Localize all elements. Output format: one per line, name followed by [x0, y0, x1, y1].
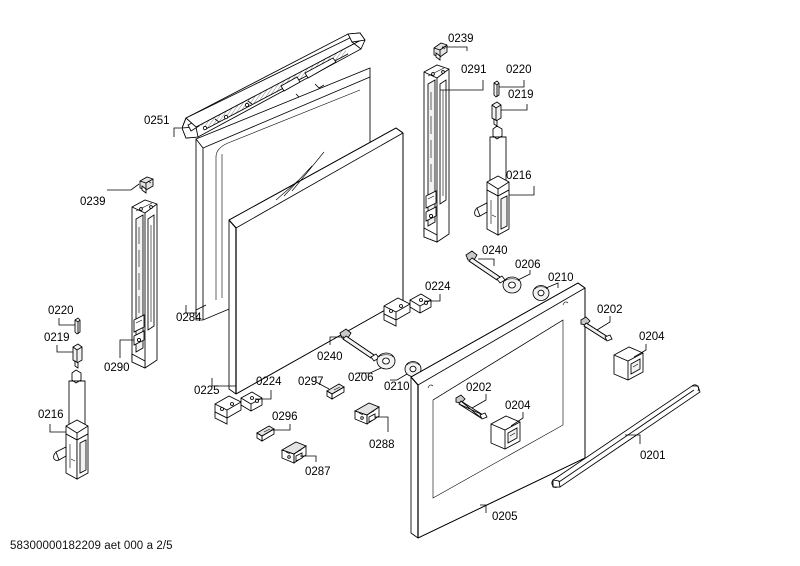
- label-0284: 0284: [176, 312, 202, 324]
- leader-0201: [625, 434, 641, 444]
- label-0240-left: 0240: [317, 351, 343, 363]
- leader-0220-left: [58, 318, 75, 326]
- part-0251-top-trim-rail: [181, 32, 366, 139]
- part-0206-washer-right: [502, 276, 522, 294]
- leader-0239-top: [442, 46, 468, 51]
- part-0224-mounting-bracket-left: [214, 391, 263, 425]
- label-0288: 0288: [369, 439, 395, 451]
- label-0210-left: 0210: [384, 381, 410, 393]
- part-0219-hinge-pin-large-left: [72, 343, 83, 369]
- label-0220-top: 0220: [506, 64, 532, 76]
- part-0219-hinge-pin-large-right: [491, 101, 502, 127]
- part-0297-clip-strip-b: [326, 383, 345, 400]
- leader-0224-left: [255, 390, 272, 400]
- sheet-footer-text: 58300000182209 aet 000 a 2/5: [10, 540, 173, 552]
- part-0291-right-side-rail: [423, 64, 450, 243]
- leader-0219-top: [501, 104, 528, 111]
- leader-0210-left: [390, 373, 408, 381]
- part-0290-left-side-rail: [131, 199, 158, 369]
- leader-0297: [315, 376, 330, 390]
- label-0240-right: 0240: [482, 245, 508, 257]
- leader-0220-top: [499, 80, 525, 88]
- label-0251: 0251: [144, 115, 170, 127]
- leader-0239-left: [107, 183, 140, 191]
- part-0288-small-latch-bracket: [353, 402, 380, 425]
- leader-0296: [271, 424, 291, 431]
- label-0239-left: 0239: [80, 196, 106, 208]
- leader-0210-right: [545, 282, 559, 289]
- label-0206-right: 0206: [515, 259, 541, 271]
- leader-0205: [480, 504, 487, 513]
- part-0287-small-catch-bracket: [280, 441, 307, 464]
- leader-0290: [119, 339, 134, 358]
- part-0225-front-door-glass: [228, 127, 404, 395]
- part-0239-corner-clip-right: [433, 42, 448, 61]
- label-0205: 0205: [492, 511, 518, 523]
- part-0204-handle-spacer-block-outer: [613, 346, 644, 381]
- part-0205-outer-door-glass-panel: [410, 282, 586, 539]
- part-0210-spacer-bushing-right: [532, 285, 550, 301]
- leader-0240-right: [478, 258, 495, 266]
- label-0216-left: 0216: [38, 409, 64, 421]
- leader-0251: [173, 127, 181, 137]
- leader-0240-left: [329, 336, 344, 345]
- label-0287: 0287: [305, 466, 331, 478]
- label-0210-right: 0210: [548, 272, 574, 284]
- label-0202-outer: 0202: [597, 304, 623, 316]
- part-0216-spring-hinge-left: [53, 369, 89, 480]
- label-0219-left: 0219: [44, 332, 70, 344]
- leader-0225: [211, 378, 236, 387]
- part-0240-long-screw-right: [465, 250, 506, 284]
- leader-0224-right: [424, 294, 441, 302]
- leader-0202-inner: [471, 394, 487, 409]
- part-0204-handle-spacer-block-inner: [490, 415, 521, 450]
- part-0216-spring-hinge-right: [474, 125, 510, 236]
- label-0201: 0201: [640, 450, 666, 462]
- leader-0284: [185, 305, 197, 314]
- leader-0291: [440, 80, 484, 91]
- label-0206-left: 0206: [348, 372, 374, 384]
- label-0220-left: 0220: [48, 305, 74, 317]
- leader-0288: [375, 416, 389, 432]
- part-0220-hinge-pin-small-right: [493, 80, 500, 98]
- leader-0206-left: [358, 367, 382, 374]
- leader-0219-left: [56, 345, 73, 353]
- label-0219-top: 0219: [508, 89, 534, 101]
- label-0204-inner: 0204: [505, 400, 531, 412]
- label-0202-inner: 0202: [466, 382, 492, 394]
- part-0239-corner-clip-left: [139, 176, 154, 194]
- label-0239-top: 0239: [448, 33, 474, 45]
- part-0224-mounting-bracket-right: [383, 293, 432, 327]
- leader-0204-inner: [510, 412, 524, 427]
- leader-0287: [300, 455, 317, 462]
- leader-0204-outer: [633, 344, 647, 358]
- part-0220-hinge-pin-small-left: [74, 317, 81, 335]
- label-0225: 0225: [194, 385, 220, 397]
- label-0296: 0296: [272, 411, 298, 423]
- label-0224-left: 0224: [256, 376, 282, 388]
- label-0216-top: 0216: [506, 170, 532, 182]
- part-0240-long-screw-left: [339, 328, 380, 362]
- part-0202-handle-screw-outer: [580, 316, 613, 342]
- label-0224-right: 0224: [425, 281, 451, 293]
- leader-0216-top: [509, 186, 535, 196]
- label-0290: 0290: [104, 362, 130, 374]
- label-0297: 0297: [298, 376, 324, 388]
- part-0206-washer-left: [376, 352, 396, 370]
- part-0296-clip-strip-a: [256, 425, 275, 442]
- leader-0206-right: [517, 270, 531, 281]
- label-0204-outer: 0204: [639, 331, 665, 343]
- leader-0216-left: [49, 424, 66, 433]
- leader-0202-outer: [596, 316, 611, 331]
- label-0291: 0291: [461, 64, 487, 76]
- part-0201-door-handle-bar: [551, 384, 701, 488]
